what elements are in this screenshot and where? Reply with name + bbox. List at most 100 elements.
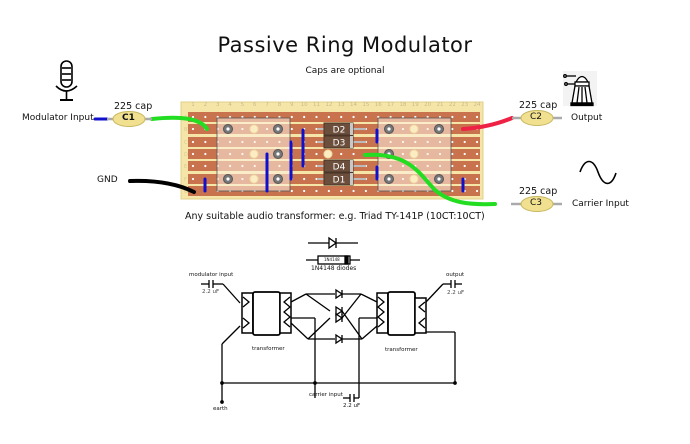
strip-hole	[426, 115, 429, 119]
strip-hole	[352, 115, 355, 119]
strip-hole	[327, 189, 330, 193]
strip-hole	[303, 177, 306, 181]
strip-hole	[204, 152, 207, 156]
column-number: 13	[338, 102, 345, 108]
column-number: 22	[449, 102, 456, 108]
column-number: 21	[437, 102, 444, 108]
strip-hole	[451, 152, 454, 156]
transformer-caption: Any suitable audio transformer: e.g. Tri…	[185, 211, 485, 222]
strip-hole	[451, 127, 454, 131]
diode-d4: D4	[318, 159, 366, 173]
diode-package-text: 1N4148	[324, 256, 340, 262]
transformer-pin-hole	[276, 177, 280, 181]
transformer-left-label: transformer	[252, 346, 285, 352]
column-number: 3	[216, 102, 220, 108]
column-number: 6	[253, 102, 257, 108]
output-schematic-label: output	[446, 272, 465, 278]
modulator-cap-value: 2.2 uF	[202, 289, 220, 295]
row-letter: B	[184, 127, 188, 133]
strip-hole	[191, 115, 195, 119]
svg-text:D2: D2	[333, 126, 346, 136]
column-number: 16	[375, 102, 382, 108]
green-wire-c3	[363, 152, 497, 207]
column-number: 5	[241, 102, 245, 108]
strip-hole	[475, 140, 479, 144]
gnd-wire-black	[128, 178, 196, 194]
transformer-pin-hole	[437, 177, 441, 181]
c3-label: C3	[530, 198, 543, 208]
carrier-input-schematic-label: carrier input	[309, 392, 343, 398]
column-number: 14	[350, 102, 357, 108]
output-capacitor	[443, 280, 462, 288]
strip-hole	[315, 115, 318, 119]
strip-hole	[315, 164, 318, 168]
copper-strip	[188, 149, 480, 159]
transformer-right-symbol	[376, 291, 427, 336]
strip-hole	[204, 140, 207, 144]
svg-text:D1: D1	[333, 176, 346, 186]
strip-hole	[463, 164, 466, 168]
strip-hole	[315, 189, 318, 193]
earth-label: earth	[213, 406, 228, 412]
strip-hole	[463, 140, 466, 144]
row-letter: G	[184, 189, 188, 195]
strip-hole	[278, 115, 281, 119]
capacitor-c2	[512, 110, 562, 126]
column-number: 19	[412, 102, 419, 108]
svg-text:D3: D3	[333, 139, 346, 149]
center-tap-pad	[249, 174, 259, 184]
column-number: 23	[461, 102, 468, 108]
carrier-capacitor	[343, 394, 359, 402]
center-tap-pad	[249, 149, 259, 159]
strip-hole	[475, 164, 479, 168]
transformer-pin-hole	[276, 152, 280, 156]
diode-label: 1N4148 diodes	[311, 265, 357, 272]
strip-hole	[451, 140, 454, 144]
strip-hole	[315, 127, 318, 131]
strip-hole	[364, 189, 367, 193]
strip-hole	[315, 152, 318, 156]
strip-hole	[340, 115, 343, 119]
strip-hole	[451, 164, 454, 168]
strip-hole	[266, 115, 269, 119]
column-number: 12	[325, 102, 332, 108]
strip-hole	[290, 189, 293, 193]
carrier-input-label: Carrier Input	[572, 199, 629, 209]
column-number: 17	[387, 102, 394, 108]
center-tap-pad	[409, 124, 419, 134]
strip-hole	[340, 152, 343, 156]
sine-wave-icon	[579, 160, 617, 185]
ring-diodes	[335, 288, 344, 345]
center-tap-pad	[323, 149, 333, 159]
column-number: 15	[362, 102, 369, 108]
strip-hole	[204, 115, 207, 119]
strip-hole	[475, 152, 479, 156]
row-letter: D	[184, 152, 188, 158]
strip-hole	[191, 127, 195, 131]
c2-cap-label: 225 cap	[519, 100, 558, 111]
strip-hole	[204, 164, 207, 168]
strip-hole	[228, 115, 232, 119]
c1-cap-label: 225 cap	[114, 101, 153, 112]
diode-package-icon	[306, 255, 360, 265]
transformer-pin-hole	[226, 177, 230, 181]
strip-hole	[438, 115, 442, 119]
column-number: 4	[228, 102, 232, 108]
output-label: Output	[571, 113, 603, 123]
transformer-pin-hole	[387, 127, 391, 131]
strip-hole	[451, 189, 454, 193]
page-title: Passive Ring Modulator	[217, 33, 473, 57]
column-number: 18	[399, 102, 406, 108]
transformer-left-symbol	[241, 291, 292, 336]
c1-label: C1	[122, 113, 135, 123]
green-wire-c1	[150, 115, 209, 131]
modulator-input-schematic-label: modulator input	[189, 272, 234, 278]
transformer-right-label: transformer	[385, 347, 418, 353]
strip-hole	[191, 152, 195, 156]
strip-hole	[315, 140, 318, 144]
strip-hole	[315, 177, 318, 181]
c2-label: C2	[530, 112, 543, 122]
column-number: 24	[474, 102, 481, 108]
microphone-icon	[55, 60, 78, 101]
